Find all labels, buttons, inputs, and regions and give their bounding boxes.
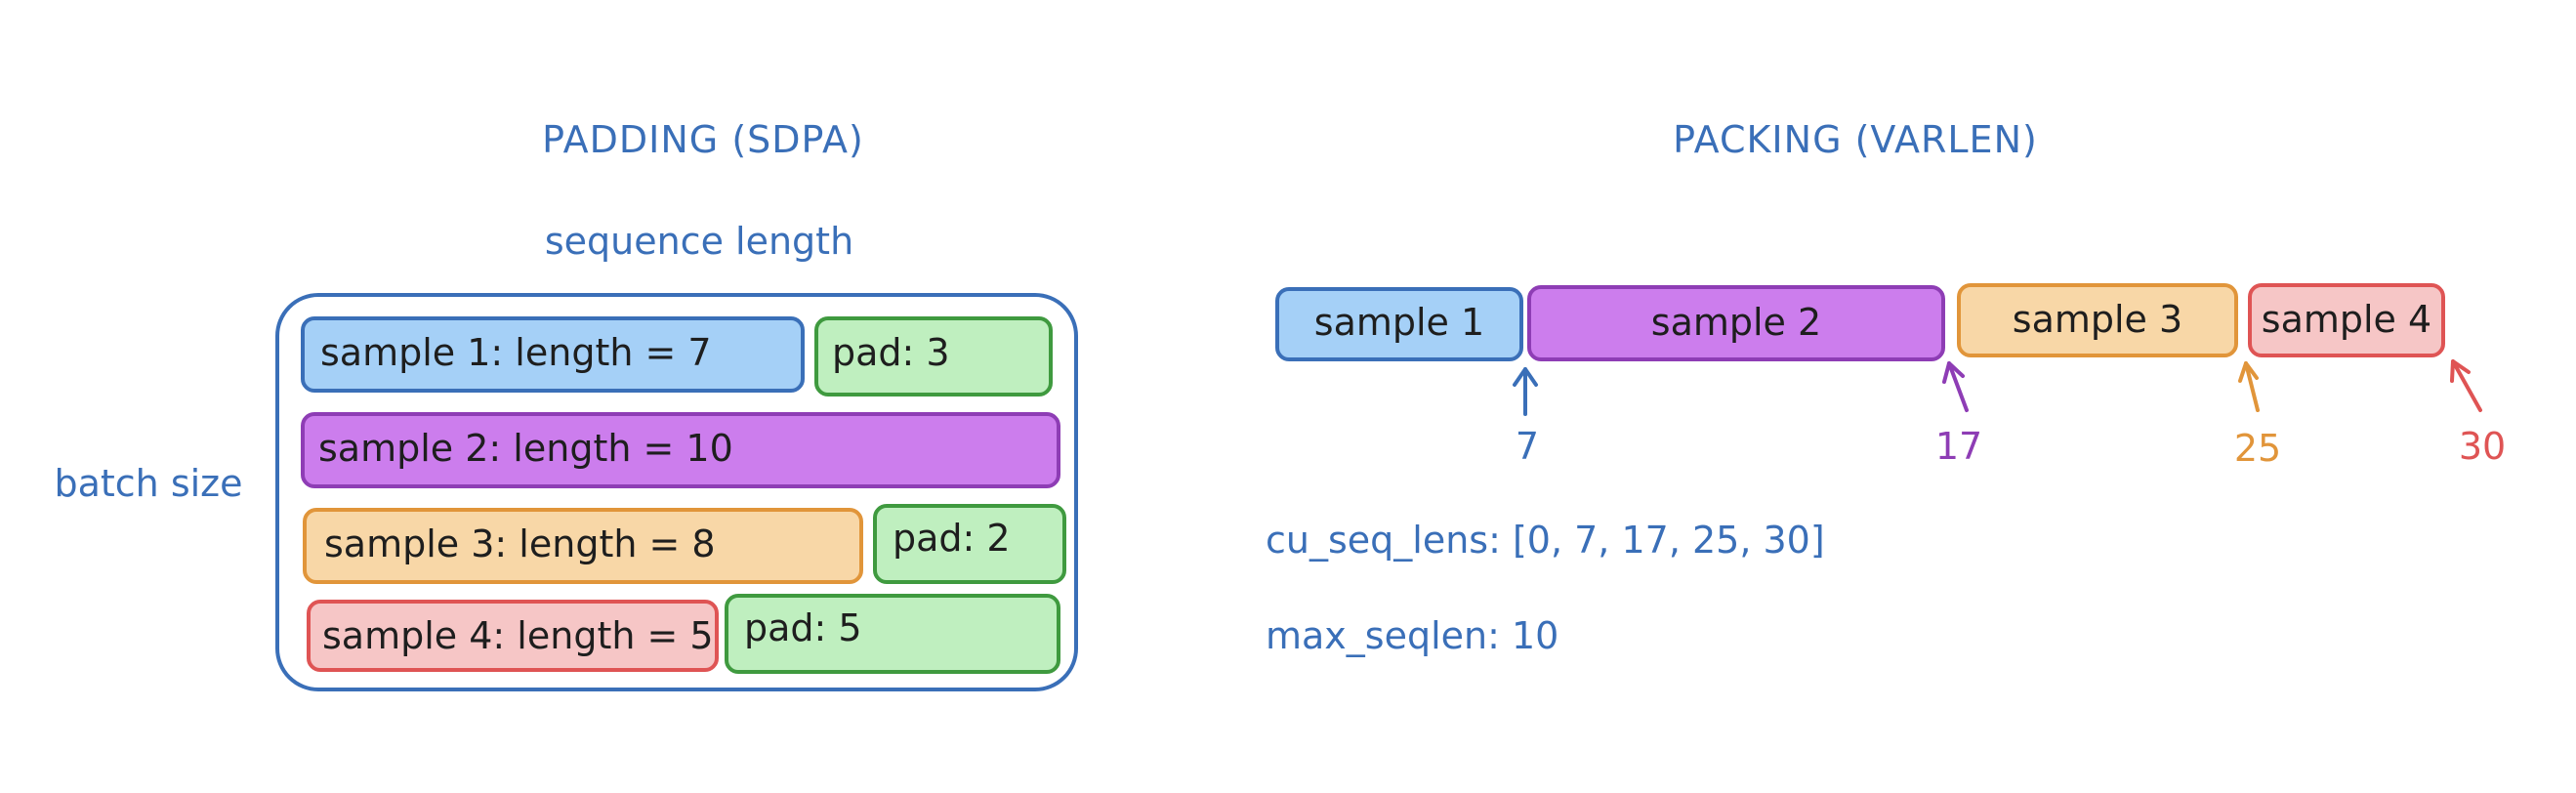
batch-size-label: batch size — [54, 462, 242, 505]
sample-3-label: sample 3: length = 8 — [324, 522, 716, 565]
packed-sample-1-box — [1275, 287, 1523, 361]
packed-sample-2-box — [1527, 285, 1945, 361]
padding-title: PADDING (SDPA) — [542, 118, 864, 161]
packed-sample-4-box — [2248, 283, 2445, 357]
max-seqlen-text: max_seqlen: 10 — [1266, 614, 1558, 657]
sequence-length-label: sequence length — [545, 220, 853, 263]
sample-1-label: sample 1: length = 7 — [320, 331, 712, 374]
packed-sample-3-box — [1957, 283, 2238, 357]
padding-row: sample 3: length = 8 pad: 2 — [303, 504, 1066, 584]
pad-4-label: pad: 5 — [744, 606, 862, 649]
sample-2-box — [301, 412, 1060, 488]
boundary-label-17: 17 — [1935, 425, 1982, 468]
padding-section: PADDING (SDPA) sequence length batch siz… — [54, 118, 1078, 691]
boundary-arrow-30 — [2450, 359, 2482, 412]
pad-4-box — [725, 594, 1060, 674]
pad-1-label: pad: 3 — [832, 331, 950, 374]
pad-3-label: pad: 2 — [893, 517, 1011, 560]
cu-seq-lens-text: cu_seq_lens: [0, 7, 17, 25, 30] — [1266, 519, 1825, 562]
boundary-arrow-7 — [1513, 367, 1538, 416]
pad-3-box — [873, 504, 1066, 584]
packed-sample-4-label: sample 4 — [2262, 298, 2431, 341]
boundary-arrow-25 — [2238, 361, 2260, 412]
pad-1-box — [814, 316, 1053, 396]
sample-1-box — [301, 316, 805, 393]
packed-sample-3-label: sample 3 — [2013, 298, 2182, 341]
packed-sample-2-label: sample 2 — [1651, 301, 1821, 344]
boundary-arrow-17 — [1942, 361, 1969, 412]
sample-3-box — [303, 508, 863, 584]
boundary-label-7: 7 — [1516, 425, 1539, 468]
padding-row: sample 2: length = 10 — [301, 412, 1060, 488]
sample-4-box — [307, 600, 719, 672]
packed-sample-1-label: sample 1 — [1314, 301, 1484, 344]
packing-title: PACKING (VARLEN) — [1673, 118, 2038, 161]
batch-container — [275, 293, 1078, 691]
sample-4-label: sample 4: length = 5 — [322, 614, 714, 657]
sample-2-label: sample 2: length = 10 — [318, 427, 733, 470]
padding-row: sample 4: length = 5 pad: 5 — [307, 594, 1060, 674]
padding-row: sample 1: length = 7 pad: 3 — [301, 316, 1053, 396]
boundary-label-25: 25 — [2234, 427, 2281, 470]
packing-section: PACKING (VARLEN) sample 1 sample 2 sampl… — [1266, 118, 2506, 657]
boundary-label-30: 30 — [2459, 425, 2506, 468]
